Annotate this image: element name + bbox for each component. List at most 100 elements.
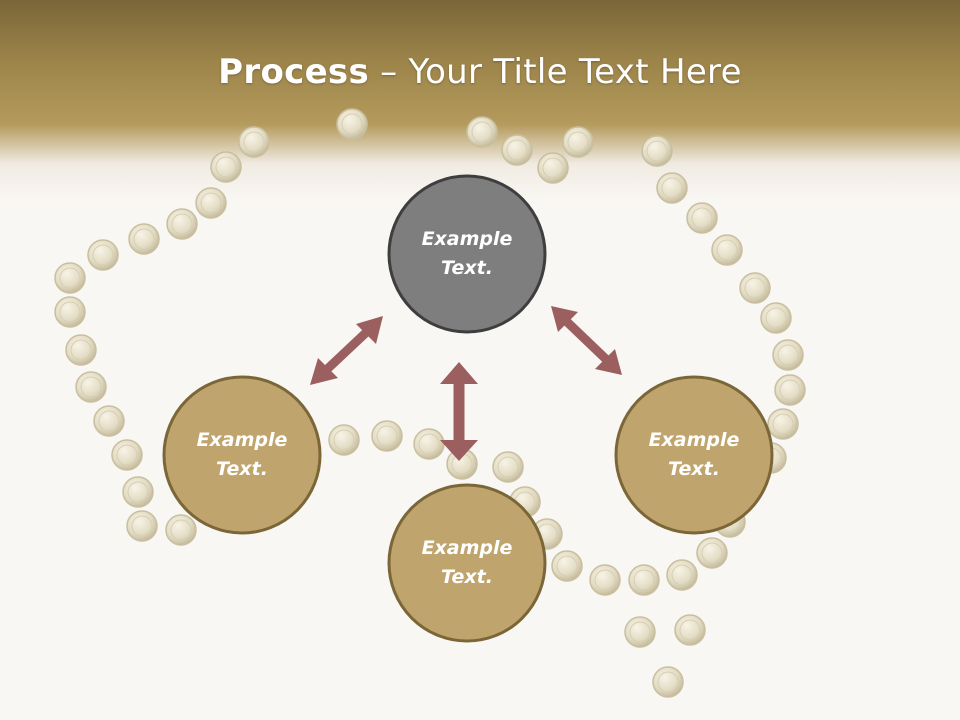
header-band [0,0,960,200]
coin-inner-ring [679,619,701,641]
coin-inner-ring [98,410,120,432]
node-left-circle[interactable] [162,375,322,535]
coin-inner-ring [671,564,693,586]
coin-decoration [166,208,198,240]
coin-inner-ring [497,456,519,478]
coin-decoration [641,135,673,167]
coin-decoration [551,550,583,582]
node-left-line2: Text. [216,458,268,480]
coin-inner-ring [765,307,787,329]
coin-decoration [760,302,792,334]
coin-inner-ring [59,301,81,323]
coin-inner-ring [633,569,655,591]
coin-inner-ring [506,139,528,161]
coin-decoration [371,420,403,452]
coin-inner-ring [243,131,265,153]
node-top-circle[interactable] [387,174,547,334]
node-bottom-label: Example Text. [392,534,542,592]
coin-decoration [767,408,799,440]
coin-inner-ring [691,207,713,229]
node-right-line1: Example [648,429,740,451]
coin-inner-ring [59,267,81,289]
title-separator: – [369,52,409,92]
coin-inner-ring [646,140,668,162]
node-top-line1: Example [421,228,513,250]
coin-decoration [336,108,368,140]
coin-inner-ring [80,376,102,398]
coin-trail [54,108,806,698]
coin-inner-ring [333,429,355,451]
node-left-line1: Example [196,429,288,451]
coin-decoration [696,537,728,569]
node-bottom-circle[interactable] [387,483,547,643]
coin-decoration [195,187,227,219]
coin-decoration [652,666,684,698]
coin-decoration [238,126,270,158]
coin-inner-ring [716,239,738,261]
coin-decoration [666,559,698,591]
node-left-label: Example Text. [167,426,317,484]
coin-decoration [624,616,656,648]
coin-inner-ring [744,277,766,299]
coin-decoration [739,272,771,304]
coin-inner-ring [657,671,679,693]
node-right-label: Example Text. [619,426,769,484]
coin-decoration [774,374,806,406]
coin-decoration [501,134,533,166]
coin-inner-ring [701,542,723,564]
double-arrow-left [310,316,383,385]
coin-inner-ring [127,481,149,503]
coin-decoration [537,152,569,184]
coin-decoration [122,476,154,508]
node-bottom-line1: Example [421,537,513,559]
coin-inner-ring [542,157,564,179]
coin-inner-ring [418,433,440,455]
coin-inner-ring [133,228,155,250]
coin-inner-ring [171,213,193,235]
coin-decoration [75,371,107,403]
coin-inner-ring [661,177,683,199]
coin-decoration [126,510,158,542]
node-right-line2: Text. [668,458,720,480]
coin-decoration [210,151,242,183]
coin-inner-ring [471,121,493,143]
coin-decoration [54,262,86,294]
node-bottom-line2: Text. [441,566,493,588]
coin-inner-ring [779,379,801,401]
coin-inner-ring [777,344,799,366]
coin-decoration [686,202,718,234]
coin-decoration [165,514,197,546]
coin-inner-ring [567,131,589,153]
coin-decoration [562,126,594,158]
coin-decoration [328,424,360,456]
coin-decoration [674,614,706,646]
coin-decoration [128,223,160,255]
node-top-label: Example Text. [392,225,542,283]
node-right-circle[interactable] [614,375,774,535]
coin-inner-ring [170,519,192,541]
coin-decoration [711,234,743,266]
coin-inner-ring [376,425,398,447]
coin-inner-ring [200,192,222,214]
coin-decoration [87,239,119,271]
coin-decoration [772,339,804,371]
coin-inner-ring [594,569,616,591]
double-arrow-vertical [440,362,478,461]
coin-inner-ring [116,444,138,466]
node-top-line2: Text. [441,257,493,279]
coin-inner-ring [70,339,92,361]
coin-inner-ring [772,413,794,435]
coin-decoration [656,172,688,204]
coin-inner-ring [341,113,363,135]
coin-decoration [492,451,524,483]
coin-decoration [54,296,86,328]
coin-inner-ring [556,555,578,577]
coin-inner-ring [92,244,114,266]
coin-decoration [111,439,143,471]
title-bold: Process [218,52,370,92]
coin-inner-ring [131,515,153,537]
coin-decoration [628,564,660,596]
double-arrow-right [551,306,622,375]
slide-title: Process – Your Title Text Here [0,52,960,92]
